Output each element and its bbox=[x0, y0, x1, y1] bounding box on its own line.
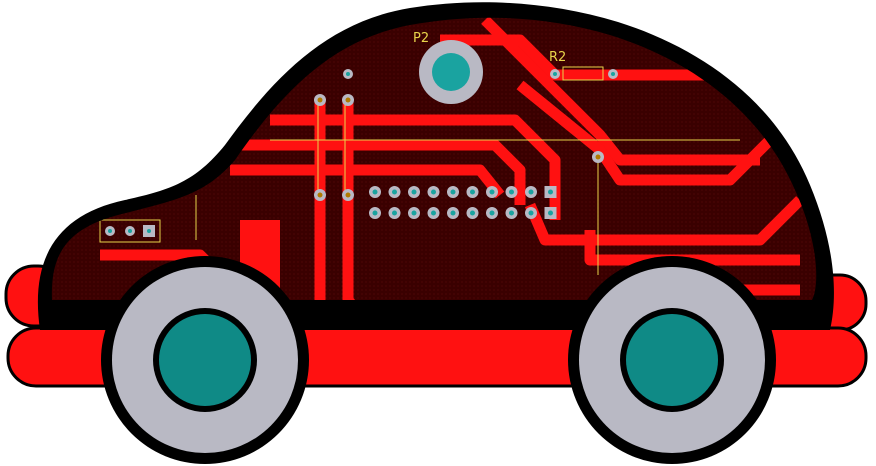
header-pad-hole bbox=[372, 210, 378, 216]
header-pad-hole bbox=[450, 189, 456, 195]
pin-header bbox=[369, 186, 557, 219]
header-pad-hole bbox=[392, 189, 397, 195]
header-pad-hole bbox=[489, 189, 495, 195]
header-pad-hole bbox=[548, 189, 553, 195]
header-pad-hole bbox=[509, 210, 514, 216]
header-pad-hole bbox=[548, 210, 553, 216]
header-pad-hole bbox=[411, 189, 417, 195]
resistor-label: R2 bbox=[549, 50, 566, 65]
silkscreen-lines bbox=[99, 66, 740, 275]
connector-label: P2 bbox=[413, 31, 429, 46]
header-pad-hole bbox=[431, 210, 436, 216]
header-pad-hole bbox=[431, 189, 436, 195]
header-pad-hole bbox=[392, 210, 397, 216]
header-pad-hole bbox=[450, 210, 456, 216]
header-pad-hole bbox=[489, 210, 495, 216]
front-wheel-icon bbox=[568, 256, 776, 464]
header-pad-hole bbox=[411, 210, 417, 216]
vias bbox=[105, 69, 618, 237]
header-pad-hole bbox=[372, 189, 378, 195]
mounting-hole-icon bbox=[419, 40, 483, 104]
header-pad-hole bbox=[528, 210, 534, 216]
header-pad-hole bbox=[470, 189, 475, 195]
rear-wheel-icon bbox=[101, 256, 309, 464]
header-pad-hole bbox=[470, 210, 475, 216]
header-pad-hole bbox=[528, 189, 534, 195]
header-pad-hole bbox=[509, 189, 514, 195]
